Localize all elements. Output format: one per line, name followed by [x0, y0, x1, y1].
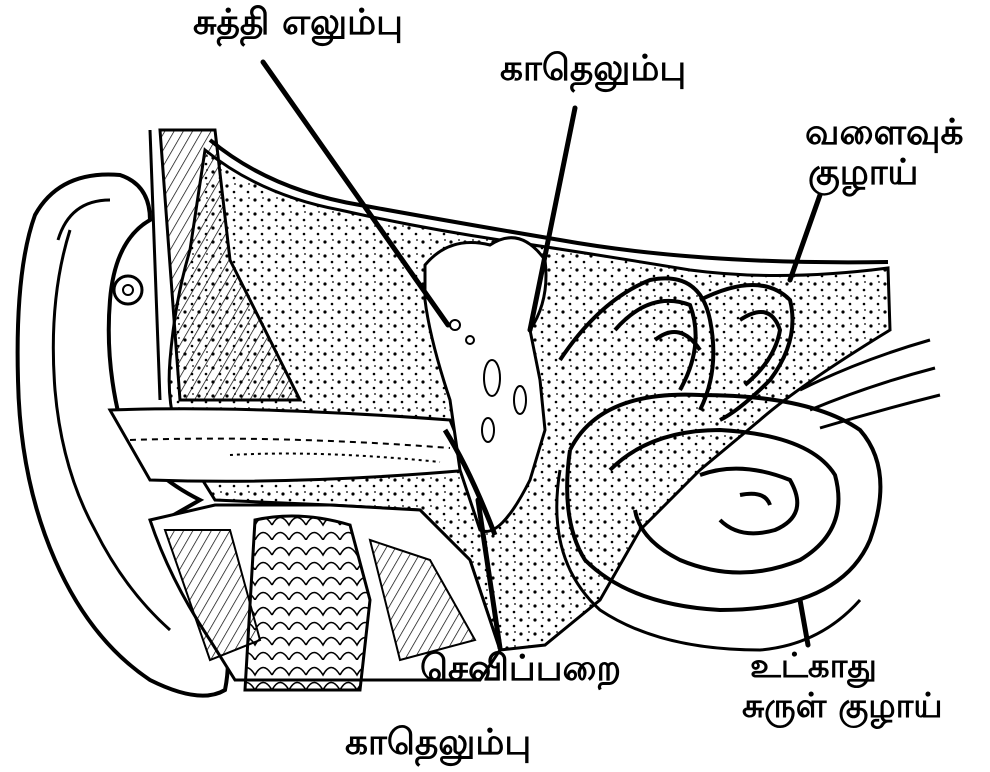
label-ear-bone-top: காதெலும்பு: [500, 48, 686, 89]
label-hammer-bone: சுத்தி எலும்பு: [193, 2, 403, 43]
label-cochlea-line2: சுருள் குழாய்: [742, 687, 943, 726]
label-ear-bone-bottom: காதெலும்பு: [345, 722, 531, 763]
label-semicircular-canal-line2: குழாய்: [808, 152, 918, 193]
label-semicircular-canal-line1: வளைவுக்: [805, 112, 963, 153]
label-cochlea-line1: உட்காது: [750, 647, 877, 686]
gland-tissue: [245, 516, 370, 690]
pinna-helix-knot: [114, 276, 142, 304]
label-eardrum: செவிப்பறை: [420, 648, 621, 689]
